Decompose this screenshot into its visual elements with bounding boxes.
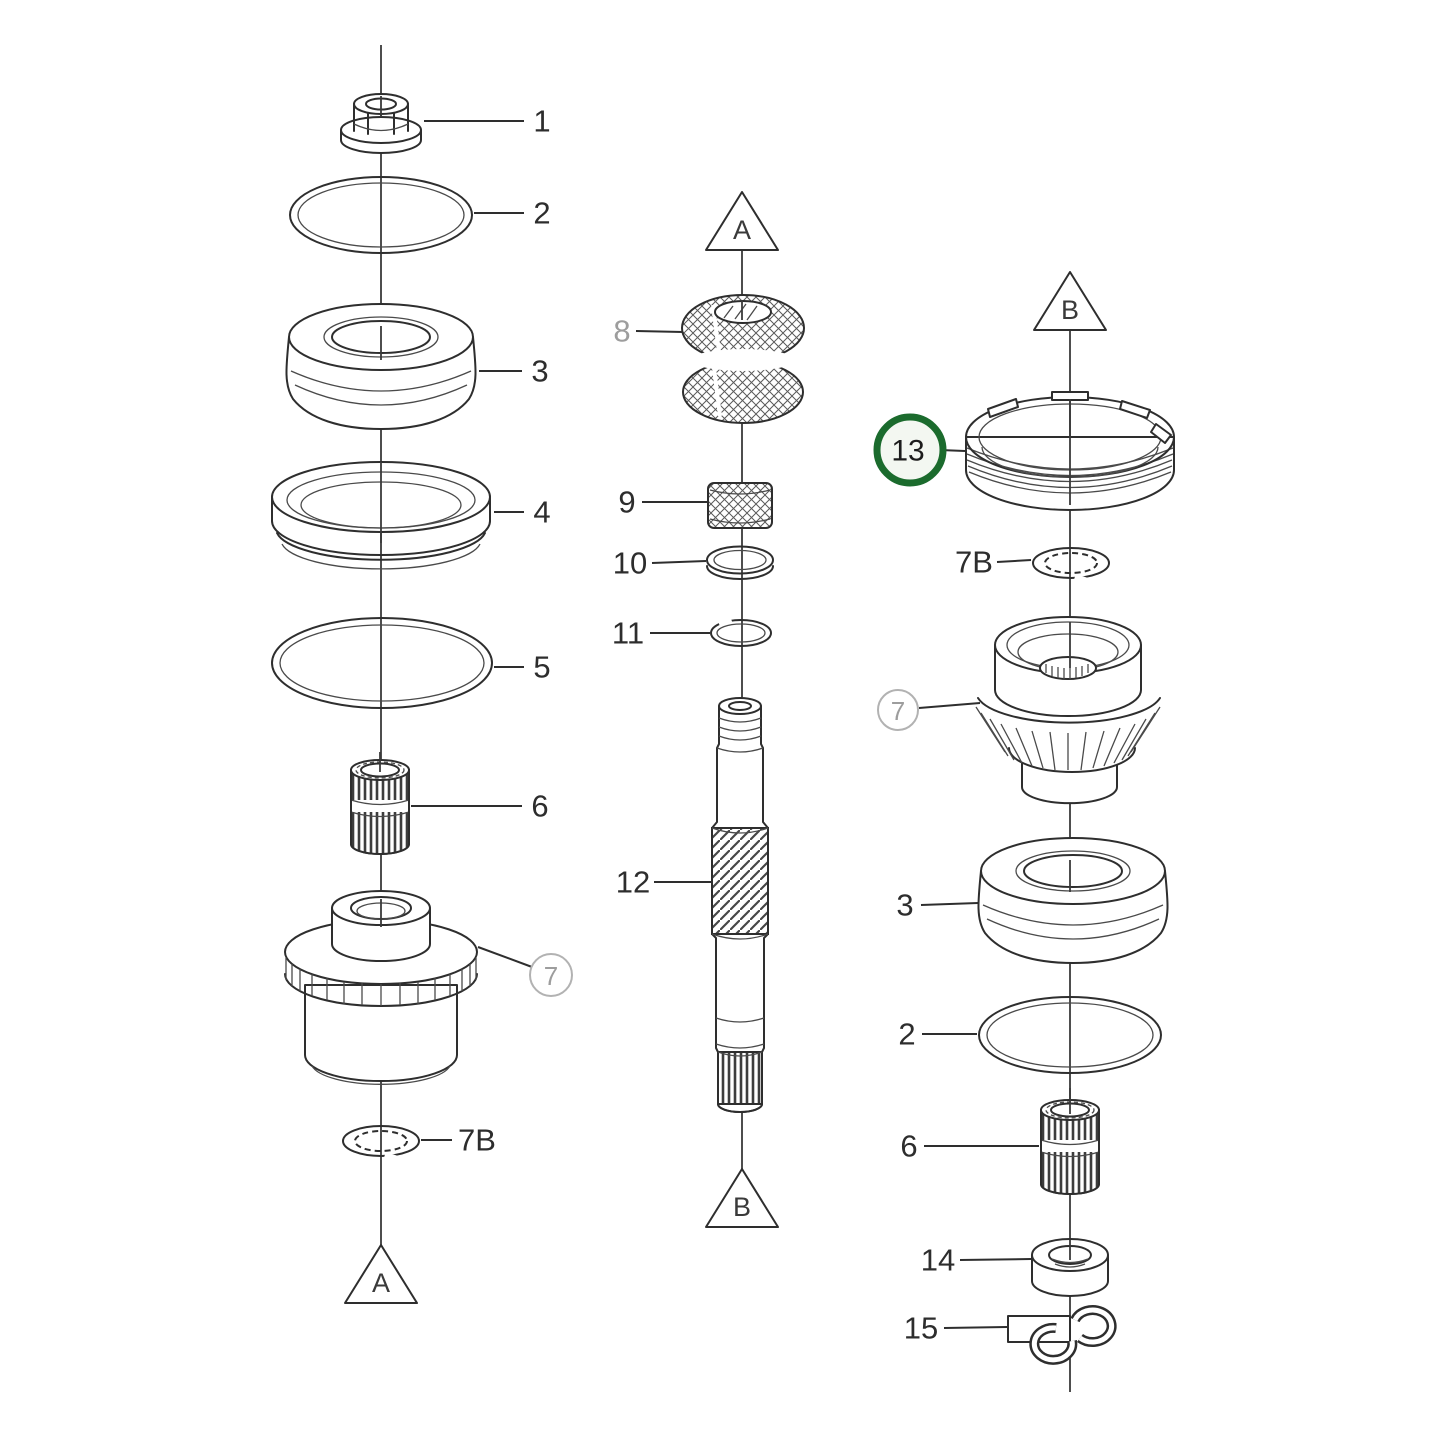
callout-1[interactable]: 1 — [533, 104, 550, 139]
callout-12[interactable]: 12 — [616, 865, 650, 900]
marker-letter-b: B — [733, 1192, 751, 1222]
callout-3[interactable]: 3 — [896, 888, 913, 923]
part-10-washer-drawing — [706, 545, 774, 580]
marker-letter-b: B — [1061, 295, 1079, 325]
leader-line-8 — [635, 330, 684, 333]
part-7-bevel-gear-drawing — [975, 616, 1161, 805]
callout-7[interactable]: 7 — [544, 961, 558, 991]
section-marker-b-bottom: B — [705, 1168, 779, 1228]
part-8-double-knurled-nut-drawing — [681, 294, 805, 424]
callout-5[interactable]: 5 — [533, 650, 550, 685]
marker-letter-a: A — [372, 1268, 390, 1298]
part-15-retaining-clip-drawing — [1007, 1305, 1117, 1365]
centerline-through-holes — [379, 96, 1071, 1260]
leader-line-14 — [959, 1258, 1032, 1261]
marker-letter-a: A — [733, 215, 751, 245]
leader-line-7b-right — [996, 559, 1032, 563]
callout-7-circled[interactable]: 7 — [529, 953, 573, 997]
highlight-ring[interactable] — [873, 413, 947, 487]
part-6-splined-bushing-drawing — [350, 759, 410, 855]
callout-7-circled[interactable]: 7 — [877, 689, 919, 731]
callout-10[interactable]: 10 — [613, 546, 647, 581]
part-12-worm-shaft-drawing — [711, 697, 769, 1113]
callouts: 1 2 3 4 5 6 7 7B 8 9 10 11 12 — [411, 104, 1039, 1346]
part-3-bearing-drum-drawing — [977, 837, 1169, 964]
section-marker-b-top: B — [1033, 271, 1107, 331]
callout-2[interactable]: 2 — [533, 196, 550, 231]
callout-7b[interactable]: 7B — [955, 545, 993, 580]
callout-13[interactable]: 13 — [891, 435, 924, 468]
part-7b-lock-washer-drawing — [1032, 547, 1110, 589]
part-5-large-oring-drawing — [271, 617, 493, 709]
callout-8[interactable]: 8 — [613, 314, 630, 349]
callout-9[interactable]: 9 — [618, 485, 635, 520]
part-11-snap-ring-drawing — [710, 613, 772, 647]
callout-11[interactable]: 11 — [612, 616, 644, 651]
section-marker-a-top: A — [705, 191, 779, 251]
leader-line-7-right — [918, 702, 981, 709]
part-3-bearing-drum-drawing — [285, 303, 477, 430]
part-9-knurled-bushing-drawing — [707, 482, 773, 529]
callout-6[interactable]: 6 — [900, 1129, 917, 1164]
leader-line-3-right — [920, 902, 979, 906]
callout-15[interactable]: 15 — [904, 1311, 938, 1346]
callout-13-highlighted[interactable]: 13 — [873, 413, 947, 487]
callout-7[interactable]: 7 — [891, 696, 905, 726]
callout-14[interactable]: 14 — [921, 1243, 955, 1278]
leader-line-7 — [477, 946, 533, 968]
callout-2[interactable]: 2 — [898, 1017, 915, 1052]
leader-line-10 — [651, 560, 707, 564]
callout-4[interactable]: 4 — [533, 495, 550, 530]
callout-6[interactable]: 6 — [531, 789, 548, 824]
part-6-splined-bushing-drawing — [1040, 1099, 1100, 1195]
callout-7b[interactable]: 7B — [458, 1123, 496, 1158]
leader-line-15 — [943, 1326, 1008, 1329]
callout-3[interactable]: 3 — [531, 354, 548, 389]
section-marker-a-bottom: A — [344, 1244, 418, 1304]
